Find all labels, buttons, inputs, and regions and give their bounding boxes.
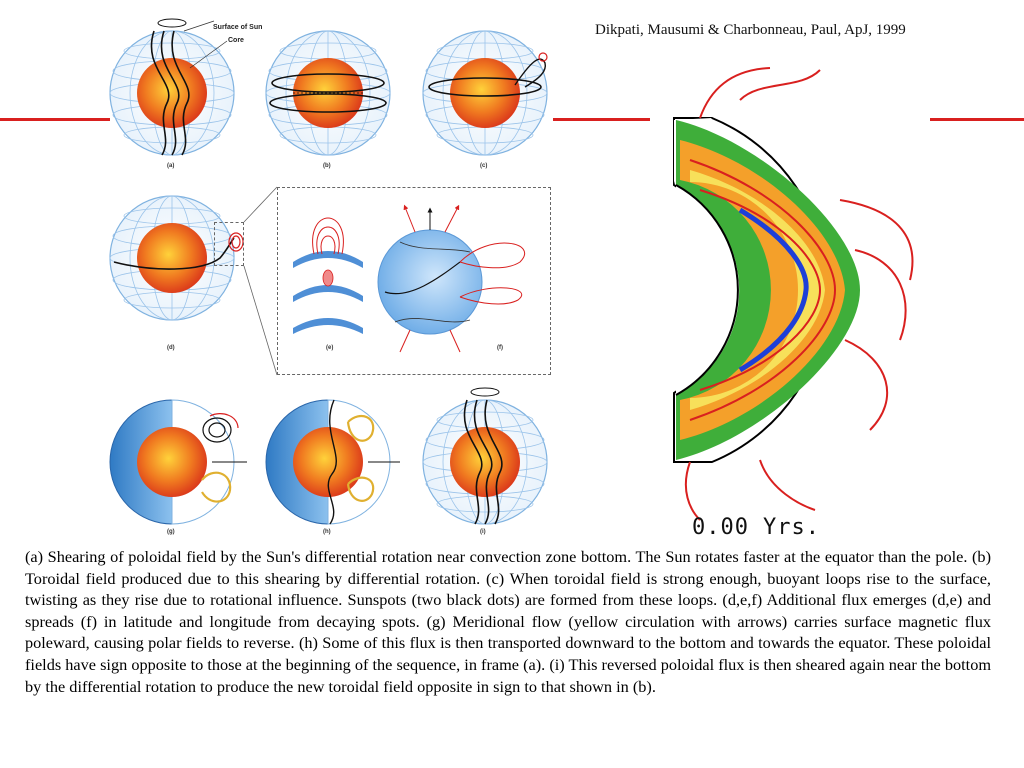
panel-e-flux-emergence [293, 217, 363, 334]
panel-a-sphere [109, 18, 235, 156]
callout-box [214, 222, 244, 266]
panel-f-flux-spreading [377, 204, 526, 353]
time-unit: Yrs. [762, 515, 820, 540]
panel-label-c: (c) [480, 163, 487, 169]
panel-label-e: (e) [326, 345, 333, 351]
panel-label-b: (b) [323, 163, 331, 169]
panel-g-meridional-flow [109, 399, 247, 525]
panel-i-sphere [422, 387, 548, 525]
figure-caption: (a) Shearing of poloidal field by the Su… [25, 547, 991, 696]
accent-line-left [0, 118, 110, 121]
panel-c-sphere [422, 30, 548, 156]
accent-line-right [930, 118, 1024, 121]
dynamo-simulation-plot [673, 67, 914, 521]
panel-d-sphere [109, 195, 244, 321]
simulation-time: 0.00 Yrs. [692, 515, 834, 540]
panel-label-i: (i) [480, 529, 486, 535]
dynamo-diagram: Surface of Sun Core [109, 18, 914, 535]
panel-label-h: (h) [323, 529, 331, 535]
accent-line-middle [553, 118, 650, 121]
surface-of-sun-label: Surface of Sun [213, 24, 262, 31]
panel-b-sphere [265, 30, 391, 156]
time-value: 0.00 [692, 515, 749, 540]
panel-label-f: (f) [497, 345, 503, 351]
panel-label-g: (g) [167, 529, 175, 535]
panel-h-flux-transport [265, 399, 400, 525]
citation: Dikpati, Mausumi & Charbonneau, Paul, Ap… [595, 22, 906, 38]
core-label: Core [228, 37, 244, 44]
panel-label-d: (d) [167, 345, 175, 351]
inset-box [277, 187, 551, 375]
panel-label-a: (a) [167, 163, 174, 169]
